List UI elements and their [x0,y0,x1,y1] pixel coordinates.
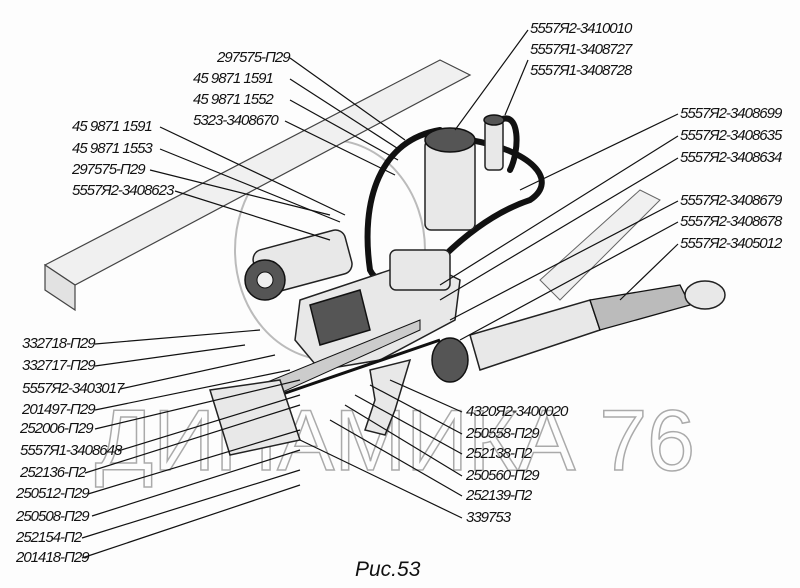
part-label: 5557Я1-3408727 [530,41,633,58]
part-label: 45 9871 1591 [193,70,273,87]
labels-top-right: 5557Я2-3410010 5557Я1-3408727 5557Я1-340… [530,20,634,79]
labels-top: 297575-П29 45 9871 1591 45 9871 1552 532… [193,49,292,129]
part-label: 252154-П2 [15,529,83,546]
part-label: 332717-П29 [22,357,96,374]
part-label: 5557Я1-3408728 [530,62,633,79]
part-label: 5557Я2-3410010 [530,20,633,37]
part-label: 5557Я2-3403017 [22,380,125,397]
figure-caption: Рис.53 [355,558,421,581]
part-label: 250508-П29 [15,508,90,525]
labels-bottom-left: 332718-П29 332717-П29 5557Я2-3403017 201… [15,335,126,566]
part-label: 252139-П2 [465,487,533,504]
leader-lines [81,29,679,559]
labels-bottom-mid: 4320Я2-3400020 250558-П29 252138-П2 2505… [465,403,570,526]
part-label: 250558-П29 [465,425,540,442]
part-label: 201418-П29 [15,549,90,566]
part-label: 5557Я2-3408635 [680,127,783,144]
oil-reservoir [424,114,505,231]
part-label: 5557Я2-3408699 [680,105,783,122]
part-label: 250560-П29 [465,467,540,484]
part-label: 5323-3408670 [193,112,279,129]
part-label: 201497-П29 [21,401,96,418]
part-label: 5557Я2-3408634 [680,149,782,166]
part-label: 5557Я1-3408648 [20,442,123,459]
labels-left: 45 9871 1591 45 9871 1553 297575-П29 555… [71,118,176,199]
part-label: 252006-П29 [19,420,94,437]
hose [497,115,520,173]
part-label: 5557Я2-3408678 [680,213,783,230]
part-label: 4320Я2-3400020 [466,403,569,420]
labels-right: 5557Я2-3408699 5557Я2-3408635 5557Я2-340… [680,105,784,252]
part-label: 252138-П2 [465,445,533,462]
part-label: 5557Я2-3405012 [680,235,783,252]
frame-beam [43,59,661,312]
part-label: 45 9871 1552 [193,91,274,108]
part-label: 250512-П29 [15,485,90,502]
part-label: 5557Я2-3408679 [680,192,783,209]
part-label: 332718-П29 [22,335,96,352]
part-label: 5557Я2-3408623 [72,182,175,199]
part-label: 297575-П29 [71,161,146,178]
part-label: 45 9871 1553 [72,140,153,157]
part-label: 297575-П29 [216,49,291,66]
part-label: 252136-П2 [19,464,87,481]
part-label: 339753 [466,509,512,526]
power-cylinder [431,280,726,383]
part-label: 45 9871 1591 [72,118,152,135]
steering-pump [244,229,353,301]
